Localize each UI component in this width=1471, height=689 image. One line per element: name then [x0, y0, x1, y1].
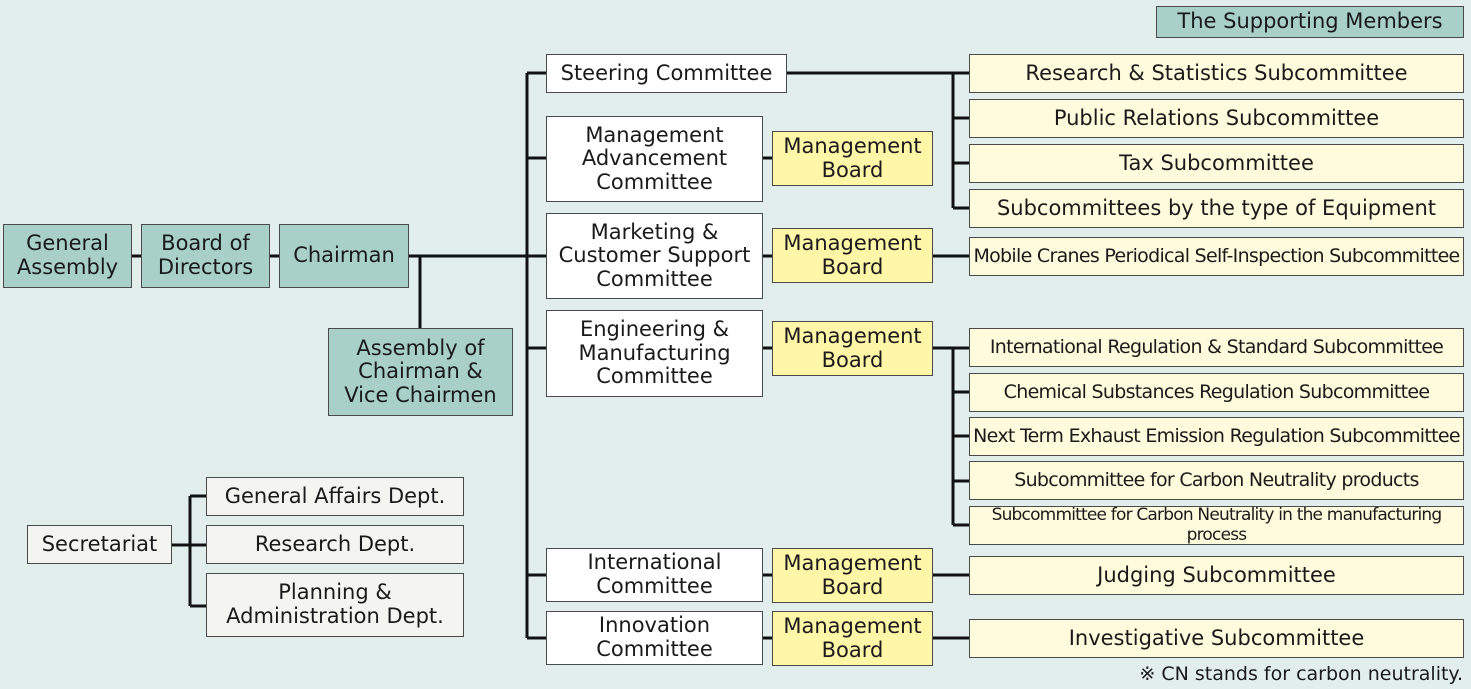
investigative-subcommittee-box[interactable]: Investigative Subcommittee — [969, 619, 1464, 658]
judging-subcommittee-box[interactable]: Judging Subcommittee — [969, 556, 1464, 595]
intl-regulation-subcommittee-box[interactable]: International Regulation & Standard Subc… — [969, 328, 1464, 367]
management-board-box[interactable]: Management Board — [772, 611, 933, 666]
secretariat-box[interactable]: Secretariat — [27, 525, 172, 564]
management-advancement-committee-box[interactable]: Management Advancement Committee — [546, 116, 763, 202]
chairman-box[interactable]: Chairman — [279, 224, 409, 288]
international-committee-box[interactable]: International Committee — [546, 548, 763, 602]
mobile-cranes-subcommittee-box[interactable]: Mobile Cranes Periodical Self-Inspection… — [969, 237, 1464, 276]
management-board-box[interactable]: Management Board — [772, 131, 933, 186]
research-statistics-subcommittee-box[interactable]: Research & Statistics Subcommittee — [969, 54, 1464, 93]
public-relations-subcommittee-box[interactable]: Public Relations Subcommittee — [969, 99, 1464, 138]
management-board-box[interactable]: Management Board — [772, 321, 933, 376]
board-of-directors-box[interactable]: Board of Directors — [141, 224, 270, 288]
management-board-box[interactable]: Management Board — [772, 548, 933, 603]
management-board-box[interactable]: Management Board — [772, 228, 933, 283]
steering-committee-box[interactable]: Steering Committee — [546, 54, 787, 93]
equipment-subcommittees-box[interactable]: Subcommittees by the type of Equipment — [969, 189, 1464, 228]
engineering-committee-box[interactable]: Engineering & Manufacturing Committee — [546, 310, 763, 397]
tax-subcommittee-box[interactable]: Tax Subcommittee — [969, 144, 1464, 183]
exhaust-emission-subcommittee-box[interactable]: Next Term Exhaust Emission Regulation Su… — [969, 417, 1464, 456]
assembly-chairmen-box[interactable]: Assembly of Chairman & Vice Chairmen — [328, 328, 513, 416]
innovation-committee-box[interactable]: Innovation Committee — [546, 611, 763, 665]
marketing-committee-box[interactable]: Marketing & Customer Support Committee — [546, 213, 763, 299]
planning-administration-dept-box[interactable]: Planning & Administration Dept. — [206, 573, 464, 637]
chemical-substances-subcommittee-box[interactable]: Chemical Substances Regulation Subcommit… — [969, 373, 1464, 412]
general-affairs-dept-box[interactable]: General Affairs Dept. — [206, 477, 464, 516]
cn-manufacturing-subcommittee-box[interactable]: Subcommittee for Carbon Neutrality in th… — [969, 506, 1464, 545]
research-dept-box[interactable]: Research Dept. — [206, 525, 464, 564]
general-assembly-box[interactable]: General Assembly — [3, 224, 132, 288]
cn-products-subcommittee-box[interactable]: Subcommittee for Carbon Neutrality produ… — [969, 461, 1464, 500]
supporting-members-label: The Supporting Members — [1156, 6, 1464, 38]
footnote: ※ CN stands for carbon neutrality. — [1139, 663, 1463, 685]
